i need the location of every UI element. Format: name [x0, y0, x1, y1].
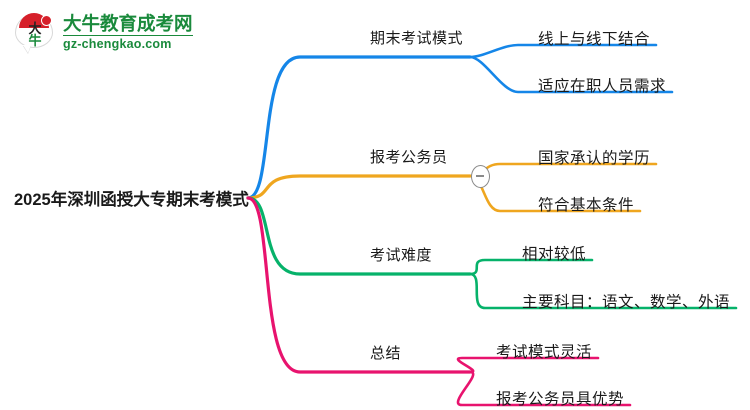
logo-mark-char-1: 大	[28, 21, 41, 36]
leaf-label: 线上与线下结合	[538, 31, 651, 48]
branch-node-1[interactable]: 期末考试模式	[370, 27, 463, 48]
leaf-label: 报考公务员具优势	[496, 391, 625, 408]
logo-mark-char-2: 牛	[28, 33, 41, 48]
leaf-node-2-2[interactable]: 符合基本条件	[538, 193, 634, 215]
leaf-label: 适应在职人员需求	[538, 78, 667, 95]
leaf-node-1-1[interactable]: 线上与线下结合	[538, 27, 650, 49]
leaf-label: 符合基本条件	[538, 197, 635, 214]
leaf-label: 考试模式灵活	[496, 344, 593, 361]
branch-node-3[interactable]: 考试难度	[370, 244, 432, 265]
leaf-node-4-1[interactable]: 考试模式灵活	[496, 340, 592, 362]
branch-label: 报考公务员	[370, 149, 448, 166]
logo-subtitle: gz-chengkao.com	[63, 34, 193, 52]
root-node[interactable]: 2025年深圳函授大专期末考模式	[14, 191, 249, 209]
branch-label: 期末考试模式	[370, 30, 464, 47]
leaf-node-2-1[interactable]: 国家承认的学历	[538, 146, 650, 168]
branch-label: 总结	[370, 345, 402, 362]
branch-node-4[interactable]: 总结	[370, 342, 401, 363]
branch-node-2[interactable]: 报考公务员	[370, 146, 448, 167]
leaf-node-3-2[interactable]: 主要科目：语文、数学、外语	[522, 290, 730, 312]
logo-red-dot	[41, 15, 52, 26]
logo-mark-text: 大 牛	[19, 22, 50, 47]
logo-wordmark: 大牛教育成考网 gz-chengkao.com	[63, 13, 193, 52]
branch-label: 考试难度	[370, 247, 433, 264]
leaf-node-4-2[interactable]: 报考公务员具优势	[496, 387, 624, 409]
leaf-node-1-2[interactable]: 适应在职人员需求	[538, 74, 666, 96]
logo-title: 大牛教育成考网	[63, 12, 193, 34]
leaf-label: 主要科目：语文、数学、外语	[522, 294, 731, 311]
minus-circle-icon[interactable]	[471, 165, 490, 188]
logo-mark-icon: 大 牛	[14, 11, 56, 53]
leaf-label: 相对较低	[522, 246, 587, 263]
leaf-node-3-1[interactable]: 相对较低	[522, 242, 586, 264]
site-logo: 大 牛 大牛教育成考网 gz-chengkao.com	[14, 8, 229, 56]
leaf-label: 国家承认的学历	[538, 150, 651, 167]
